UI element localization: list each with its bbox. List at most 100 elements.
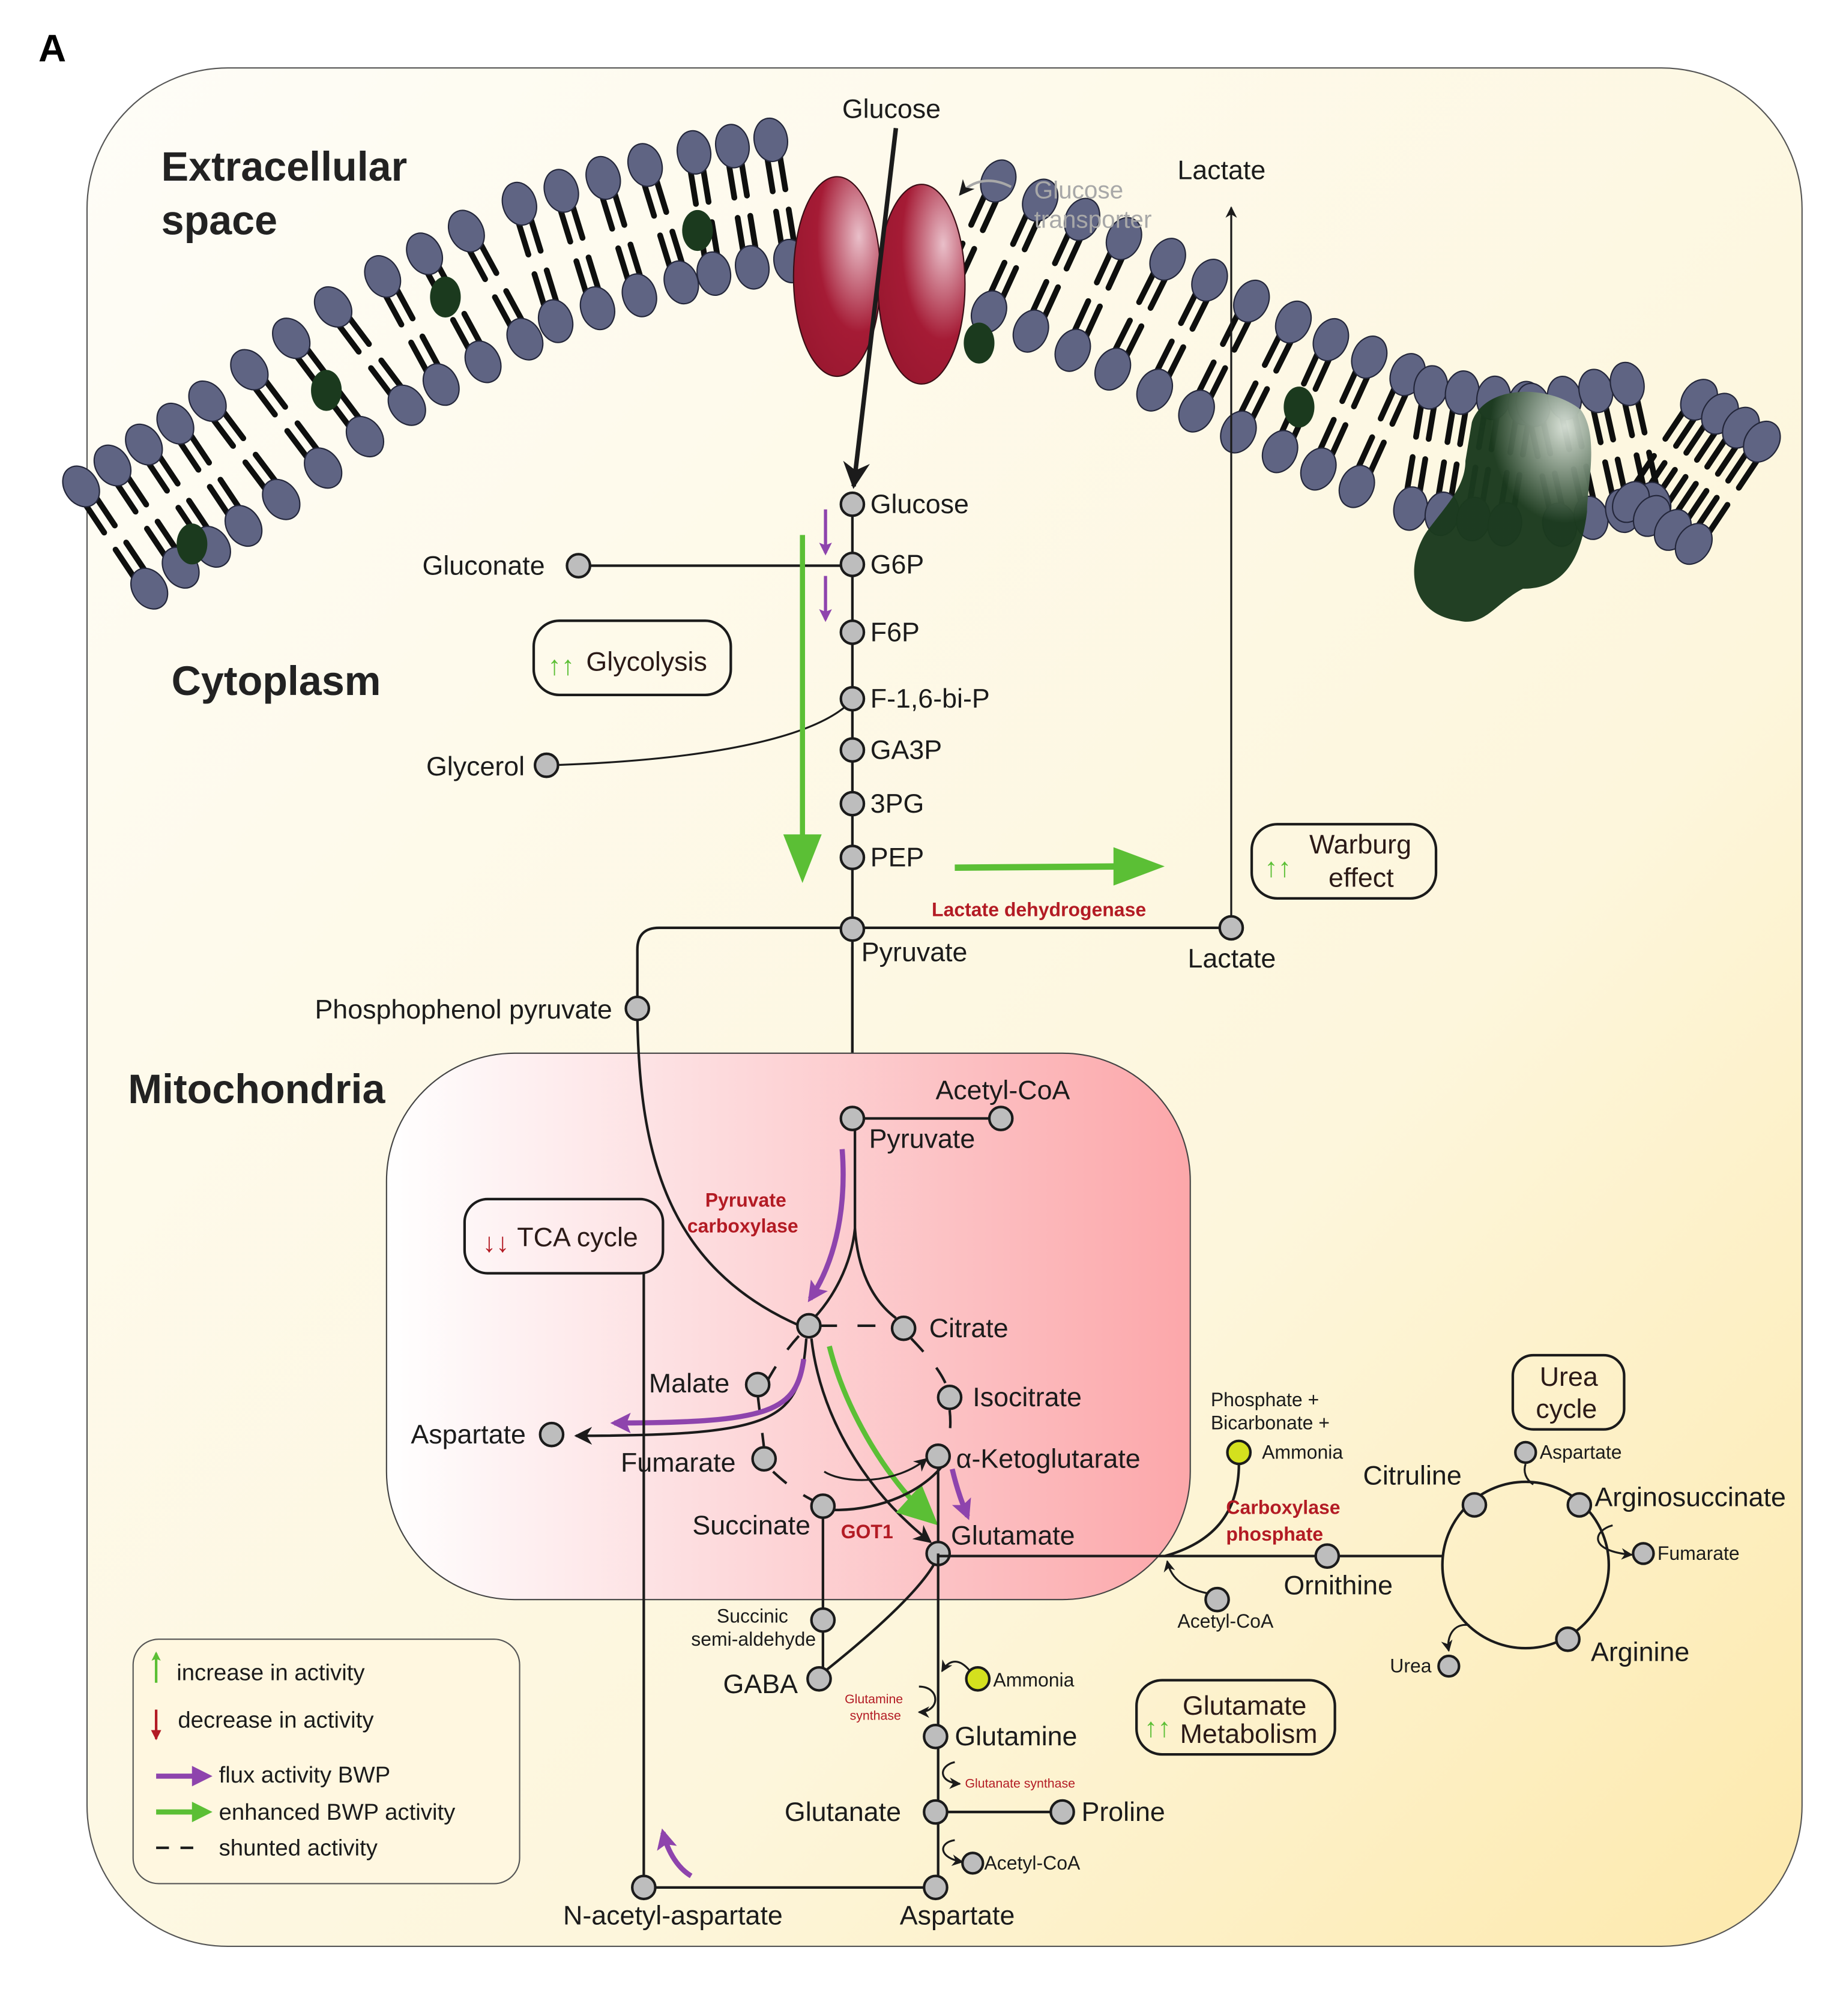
node-ammonia-urea[interactable] [1226, 1439, 1252, 1466]
lipid-tail [1301, 348, 1322, 387]
label-glutanate: Glutanate [785, 1797, 901, 1827]
node-mito-pyruvate[interactable] [839, 1106, 866, 1131]
lipid-head [1220, 410, 1257, 454]
node-aspartate-mito[interactable] [538, 1421, 565, 1448]
legend-flux-label: flux activity BWP [219, 1762, 391, 1788]
glutamate-increase-icon: ↑↑ [1144, 1712, 1171, 1742]
node-oaa[interactable] [796, 1313, 822, 1339]
node-urea[interactable] [1437, 1654, 1461, 1678]
acetylcoa-cps-arrow [1163, 1560, 1214, 1596]
lipid-tail [1189, 293, 1211, 332]
label-glycolysis-5: 3PG [870, 789, 925, 819]
label-gaba: GABA [723, 1669, 798, 1699]
lipid-tail [1136, 267, 1158, 305]
lipid-head [714, 124, 750, 169]
lipid-head [93, 444, 132, 487]
lipid-tail [1416, 456, 1428, 498]
glutamine-synthase-arrow [917, 1685, 937, 1718]
lipid-tail [154, 519, 181, 555]
lipid-head [543, 169, 579, 213]
glycolysis-increase-icon: ↑↑ [547, 651, 575, 681]
lipid-tail [112, 546, 139, 583]
lipid-head [1022, 178, 1059, 222]
lipid-tail [1435, 459, 1447, 501]
label-isocitrate: Isocitrate [973, 1382, 1082, 1412]
lipid-tail [1339, 366, 1360, 405]
glycolysis-enhanced-arrowhead [783, 834, 822, 883]
node-succinate[interactable] [810, 1493, 836, 1519]
node-glycolysis-3[interactable] [839, 685, 866, 712]
lipid-head [1012, 309, 1049, 353]
node-ammonia[interactable] [965, 1666, 991, 1692]
node-proline[interactable] [1049, 1799, 1075, 1825]
label-glycolysis-3: F-1,6-bi-P [870, 684, 990, 714]
node-glycerol[interactable] [534, 752, 560, 778]
node-glycolysis-4[interactable] [839, 737, 866, 763]
lipid-head [1054, 328, 1091, 372]
label-acetyl-coa: Acetyl-CoA [935, 1076, 1070, 1106]
lipid-tail [1704, 502, 1731, 538]
legend: increase in activity decrease in activit… [132, 1638, 520, 1885]
lipid-head [262, 478, 301, 520]
node-acetyl-coa[interactable] [988, 1106, 1014, 1131]
node-glycolysis-6[interactable] [839, 844, 866, 870]
lipid-tail [1631, 453, 1657, 489]
lipid-head [1232, 279, 1270, 323]
lipid-tail [1694, 427, 1720, 463]
lipid-head [1191, 259, 1228, 302]
flux-arrow-pyruvate-carboxylase [807, 1149, 846, 1302]
lipid-tail [1111, 317, 1133, 356]
lipid-head [406, 232, 444, 275]
lipid-head [304, 447, 343, 489]
label-mito-pyruvate: Pyruvate [869, 1124, 976, 1154]
label-phosphophenol-pyruvate: Phosphophenol pyruvate [315, 994, 612, 1025]
node-aspartate-urea[interactable] [1514, 1440, 1537, 1464]
node-fumarate[interactable] [751, 1446, 777, 1472]
lipid-tail [1022, 214, 1043, 253]
node-glycolysis-2[interactable] [839, 619, 866, 645]
node-malate[interactable] [744, 1371, 771, 1398]
node-phosphophenol-pyruvate[interactable] [624, 995, 651, 1022]
enzyme-pc-line1: Pyruvate [705, 1190, 786, 1211]
lipid-tail [1715, 441, 1741, 477]
node-glycolysis-7[interactable] [839, 916, 866, 942]
transporter-label-line1: Glucose [1034, 176, 1124, 204]
node-arginine[interactable] [1555, 1626, 1581, 1652]
node-glutanate[interactable] [923, 1799, 949, 1825]
node-fumarate-urea[interactable] [1632, 1542, 1655, 1565]
lipid-tail [334, 320, 362, 355]
node-lactate[interactable] [1218, 915, 1244, 941]
node-acetyl-coa-urea[interactable] [1204, 1586, 1230, 1613]
lipid-tail [492, 294, 515, 332]
node-arginosuccinate[interactable] [1566, 1492, 1593, 1518]
label-succinate: Succinate [692, 1510, 810, 1540]
node-gaba[interactable] [806, 1666, 832, 1692]
external-glucose-label: Glucose [842, 94, 941, 124]
node-glycolysis-1[interactable] [839, 552, 866, 577]
node-isocitrate[interactable] [937, 1384, 963, 1410]
node-glycolysis-0[interactable] [839, 491, 866, 517]
node-ornithine[interactable] [1314, 1543, 1341, 1569]
node-glutamine[interactable] [923, 1723, 949, 1750]
node-glycolysis-5[interactable] [839, 790, 866, 817]
enzyme-ldh: Lactate dehydrogenase [932, 899, 1146, 921]
label-glycolysis-2: F6P [870, 617, 920, 647]
node-gluconate[interactable] [566, 553, 591, 579]
lipid-tail [699, 163, 712, 205]
lipid-tail [1351, 371, 1372, 409]
node-citruline[interactable] [1461, 1492, 1488, 1518]
label-lactate: Lactate [1187, 943, 1276, 973]
node-naa[interactable] [631, 1874, 657, 1901]
enzyme-gs-line1: Glutamine [845, 1692, 903, 1706]
lipid-head [1674, 523, 1713, 565]
lipid-tail [368, 365, 396, 400]
membrane-protein [1414, 391, 1591, 622]
node-acetyl-coa-lower[interactable] [961, 1852, 985, 1875]
legend-increase-label: increase in activity [176, 1659, 365, 1685]
node-akg[interactable] [925, 1443, 952, 1469]
lipid-head [1064, 197, 1100, 241]
node-ssa[interactable] [810, 1607, 836, 1633]
got1-enhanced-arrowhead [896, 1484, 938, 1526]
node-aspartate-lower[interactable] [923, 1874, 949, 1901]
node-citrate[interactable] [890, 1315, 917, 1341]
